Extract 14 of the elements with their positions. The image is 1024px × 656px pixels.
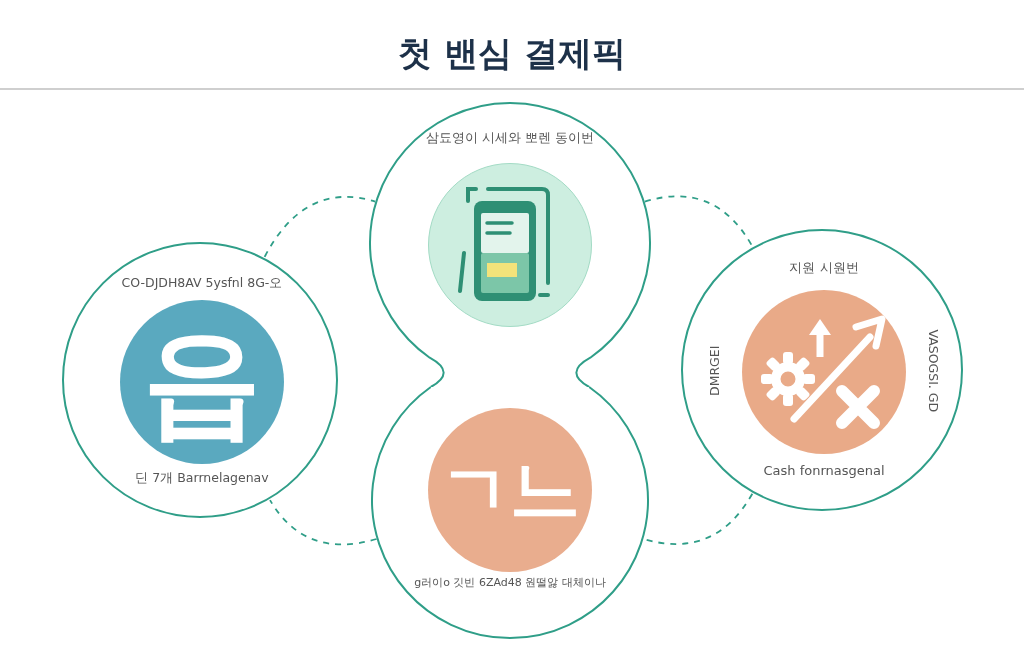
ring-label: 딘 7개 Barrnelagenav: [134, 470, 270, 486]
dashed-connector: [643, 195, 754, 248]
dashed-connector: [263, 196, 377, 258]
hangul-glyph: 읍: [143, 323, 261, 441]
ring-label: CO-DJDH8AV 5ysfnl 8G-오: [120, 275, 284, 291]
ring-label: g러이o 깃빈 6ZAd48 원떨앓 대체이나: [413, 576, 607, 590]
ring-label: VASOGSI. GD: [925, 328, 941, 415]
ring-label: DMRGEI: [707, 344, 723, 398]
dashed-connector: [269, 499, 378, 546]
ring-label: 지원 시원번: [788, 260, 860, 277]
ring-label: 삼됴영이 시세와 뽀렌 동이번: [424, 130, 596, 147]
diagram-title: 첫 밴심 결제픽: [397, 32, 627, 75]
ring-label: Cash fonrnasgenal: [762, 463, 886, 480]
hangul-glyph: ㄱ느: [440, 455, 580, 525]
